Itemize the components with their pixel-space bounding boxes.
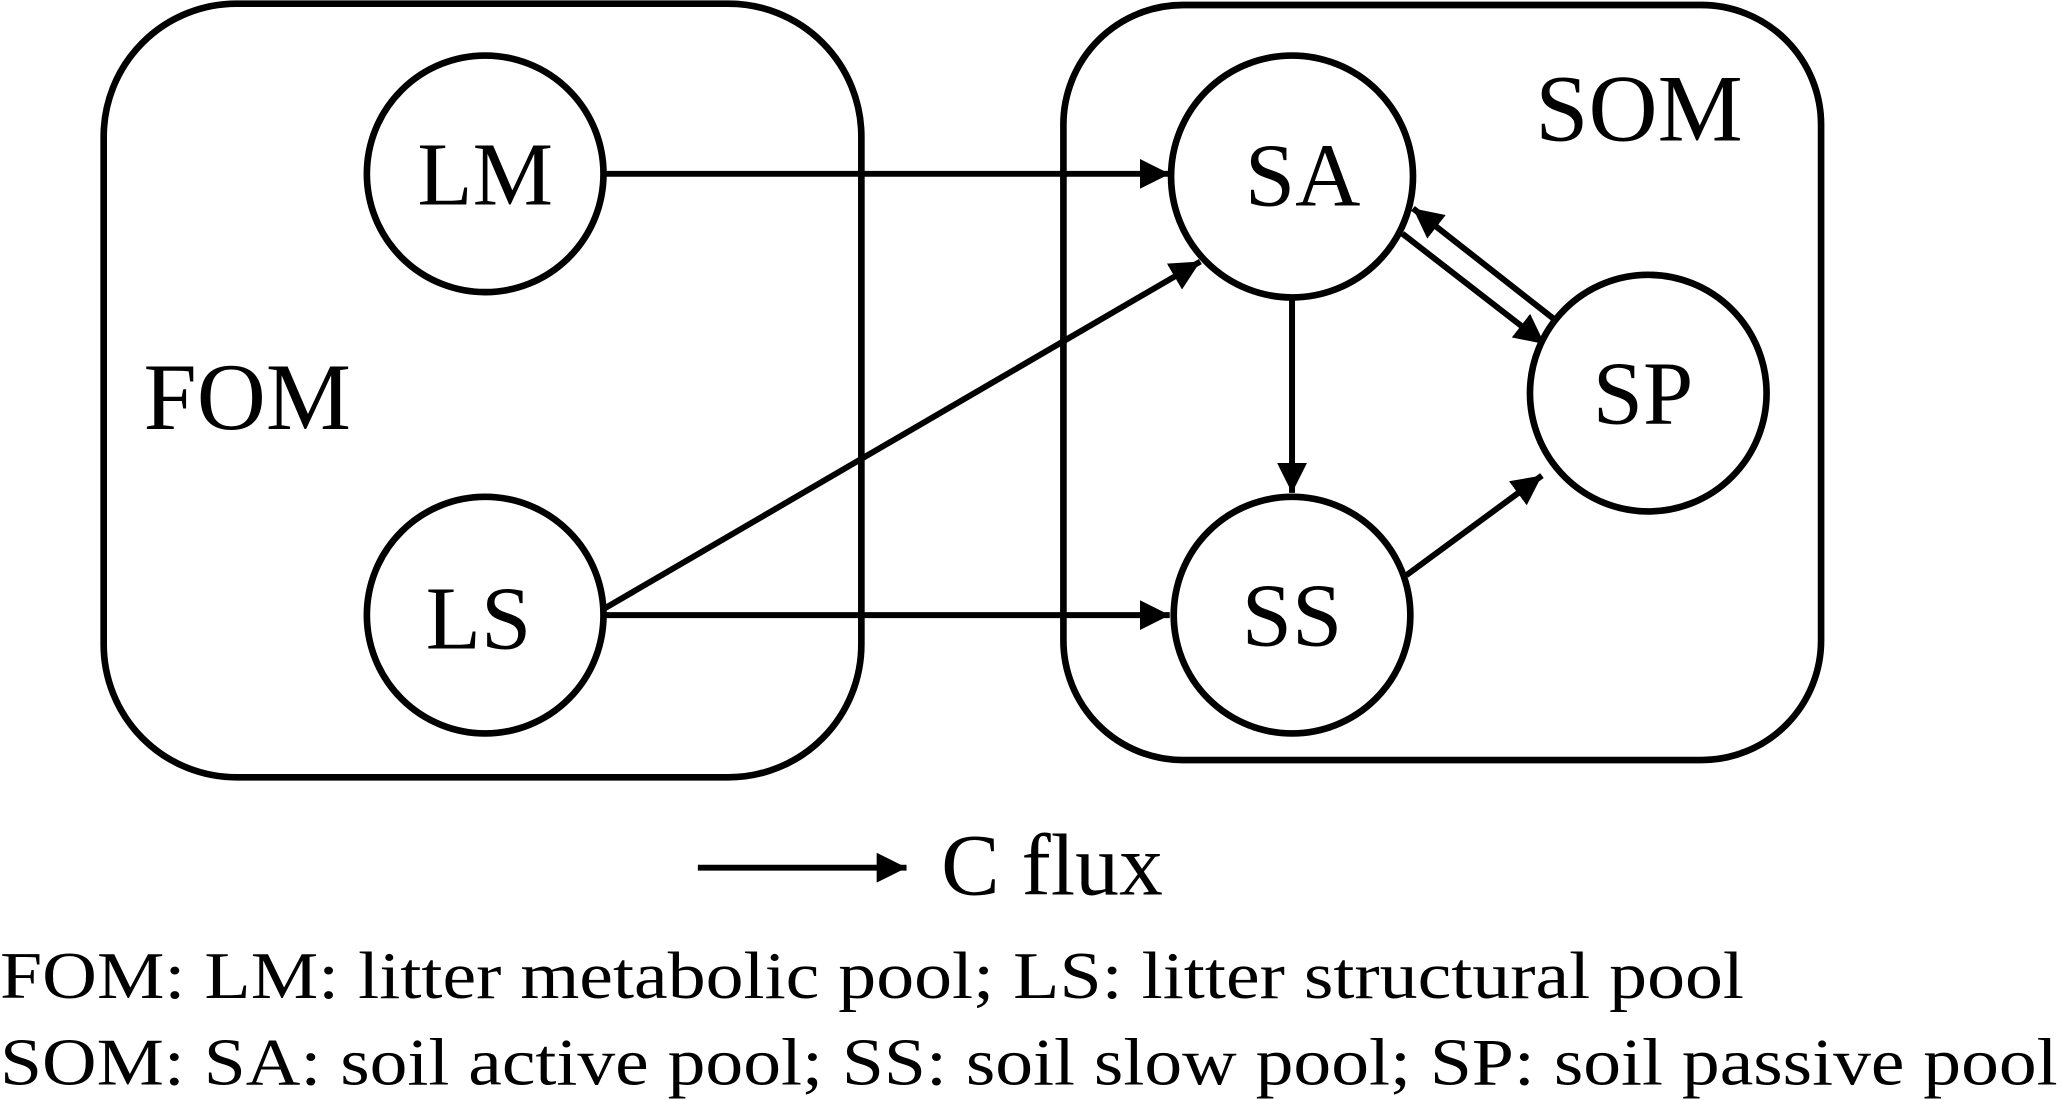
node-sp-label: SP — [1593, 343, 1694, 444]
edge-sa-to-sp — [1400, 231, 1547, 347]
edges — [600, 158, 1558, 631]
legend-label: C flux — [941, 816, 1163, 913]
edge-sp-to-sa — [1411, 206, 1558, 323]
legend: C flux — [697, 816, 1163, 913]
node-lm-label: LM — [417, 123, 553, 224]
node-sa-label: SA — [1245, 125, 1361, 226]
node-ls-label: LS — [426, 567, 531, 668]
edge-ss-to-sp — [1404, 473, 1544, 578]
node-sp: SP — [1526, 271, 1770, 515]
node-lm: LM — [363, 52, 607, 296]
node-sa: SA — [1167, 52, 1417, 301]
node-ls: LS — [363, 493, 607, 737]
caption-line-som: SOM: SA: soil active pool; SS: soil slow… — [0, 1026, 2058, 1099]
caption-line-fom: FOM: LM: litter metabolic pool; LS: litt… — [0, 940, 1744, 1013]
fom-group-box — [100, 0, 865, 781]
edge-ls-to-sa — [600, 258, 1202, 613]
som-group-label: SOM — [1535, 56, 1742, 162]
fom-group-label: FOM — [144, 344, 351, 450]
node-ss: SS — [1170, 493, 1414, 737]
node-ss-label: SS — [1242, 565, 1343, 666]
som-group-box — [1060, 1, 1825, 764]
